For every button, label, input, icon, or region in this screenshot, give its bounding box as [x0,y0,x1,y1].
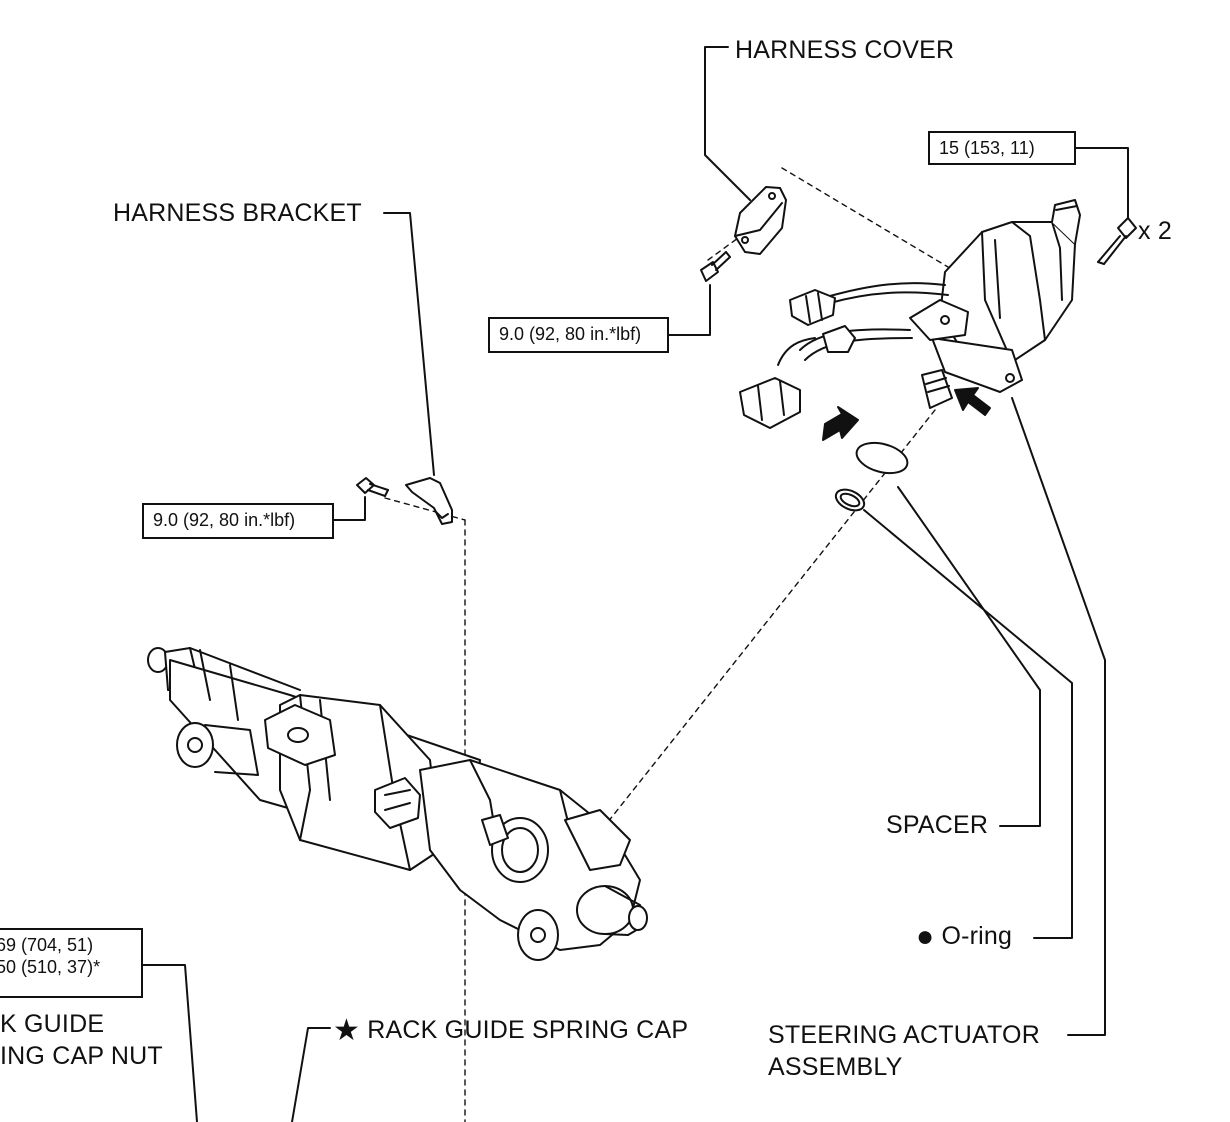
harness-cover-bolt [700,251,731,282]
steering-actuator-part [739,199,1081,429]
rack-guide-nut-label-line2: ING CAP NUT [0,1042,163,1070]
steering-actuator-label-line1: STEERING ACTUATOR [768,1021,1040,1049]
arrow-left [822,406,859,441]
torque-spec-actuator-bolt: 15 (153, 11) [928,131,1076,165]
spacer-label: SPACER [886,811,989,839]
precoated-symbol: ★ [333,1014,361,1047]
harness-cover-label: HARNESS COVER [735,36,955,64]
torque-spec-nut-line1: 69 (704, 51) [0,935,94,955]
torque-spec-harness-cover-bolt: 9.0 (92, 80 in.*lbf) [488,317,669,353]
actuator-bolt [1097,217,1137,265]
leader-lines [141,46,1129,1122]
harness-bracket-part [405,477,453,525]
torque-spec-harness-bracket-bolt: 9.0 (92, 80 in.*lbf) [142,503,334,539]
steering-actuator-label-line2: ASSEMBLY [768,1053,903,1081]
torque-spec-nut-line2: 50 (510, 37)* [0,957,101,977]
assembly-lines [384,167,949,1122]
harness-cover-part [734,186,787,255]
rack-guide-spring-cap-label: RACK GUIDE SPRING CAP [367,1016,689,1044]
o-ring-label: O-ring [941,922,1013,950]
quantity-label: x 2 [1138,217,1172,245]
steering-gear-housing [147,647,648,961]
harness-bracket-label: HARNESS BRACKET [113,199,362,227]
o-ring-label-group: ● O-ring [916,920,1013,953]
arrow-right [954,387,991,416]
spacer-part [855,441,909,475]
harness-bracket-bolt [356,477,389,497]
o-ring-part [834,488,866,512]
rack-guide-spring-cap-label-group: ★ RACK GUIDE SPRING CAP [333,1014,689,1047]
torque-spec-nut-box: 69 (704, 51) 50 (510, 37)* [0,928,143,998]
non-reusable-symbol: ● [916,920,935,953]
rack-guide-nut-label-line1: K GUIDE [0,1010,105,1038]
